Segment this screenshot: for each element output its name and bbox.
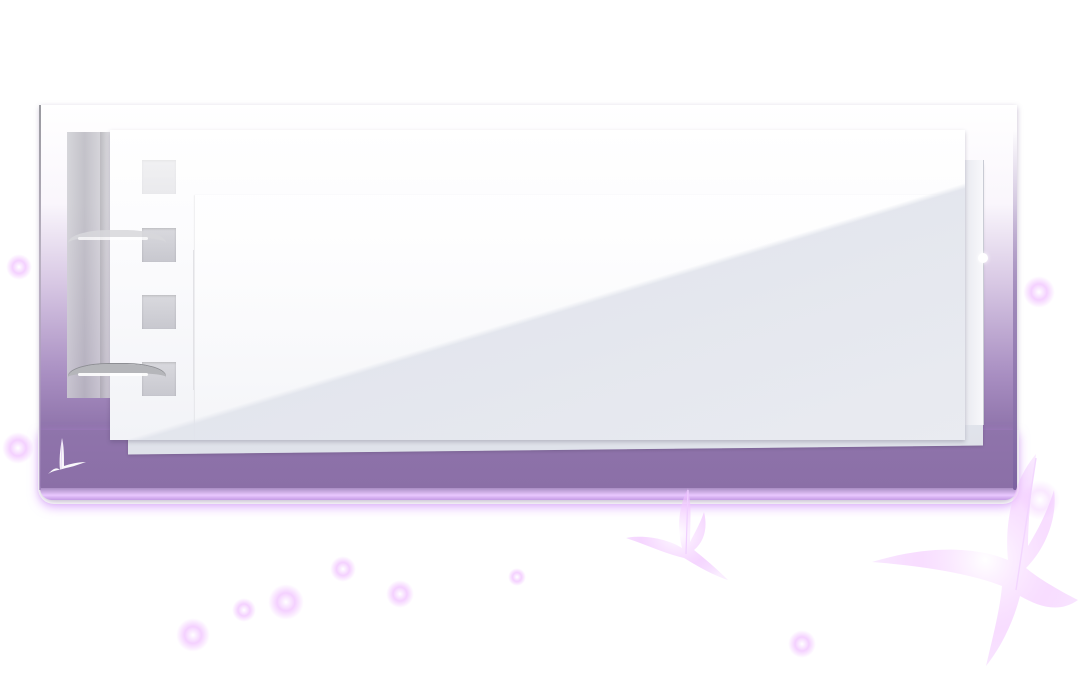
- page-margin-line: [193, 250, 194, 390]
- butterfly-icon: [872, 454, 1078, 666]
- binder-ring-icon: [68, 364, 166, 390]
- sparkle-icon: [232, 598, 256, 622]
- binder-left-edge: [39, 105, 41, 490]
- sparkle-icon: [508, 568, 526, 586]
- punch-hole: [142, 295, 176, 329]
- punch-hole: [142, 160, 176, 194]
- sparkle-icon: [386, 580, 414, 608]
- highlight-dot: [978, 253, 988, 263]
- spine-shadow: [100, 132, 110, 398]
- sparkle-icon: [268, 584, 304, 620]
- binder-ring-icon: [68, 230, 166, 256]
- page-sheen: [110, 130, 965, 440]
- sparkle-icon: [1023, 276, 1055, 308]
- binder-right-edge: [1013, 130, 1017, 490]
- sparkle-icon: [788, 630, 816, 658]
- butterfly-icon: [626, 488, 728, 580]
- sparkle-icon: [330, 556, 356, 582]
- butterfly-icon: [48, 438, 86, 474]
- sparkle-icon: [6, 254, 32, 280]
- binder-rim: [40, 488, 1017, 500]
- sparkle-icon: [176, 618, 210, 652]
- sparkle-icon: [2, 432, 34, 464]
- notebook-page: [110, 130, 965, 440]
- back-page-edge: [965, 160, 984, 425]
- binder-spine: [67, 132, 111, 398]
